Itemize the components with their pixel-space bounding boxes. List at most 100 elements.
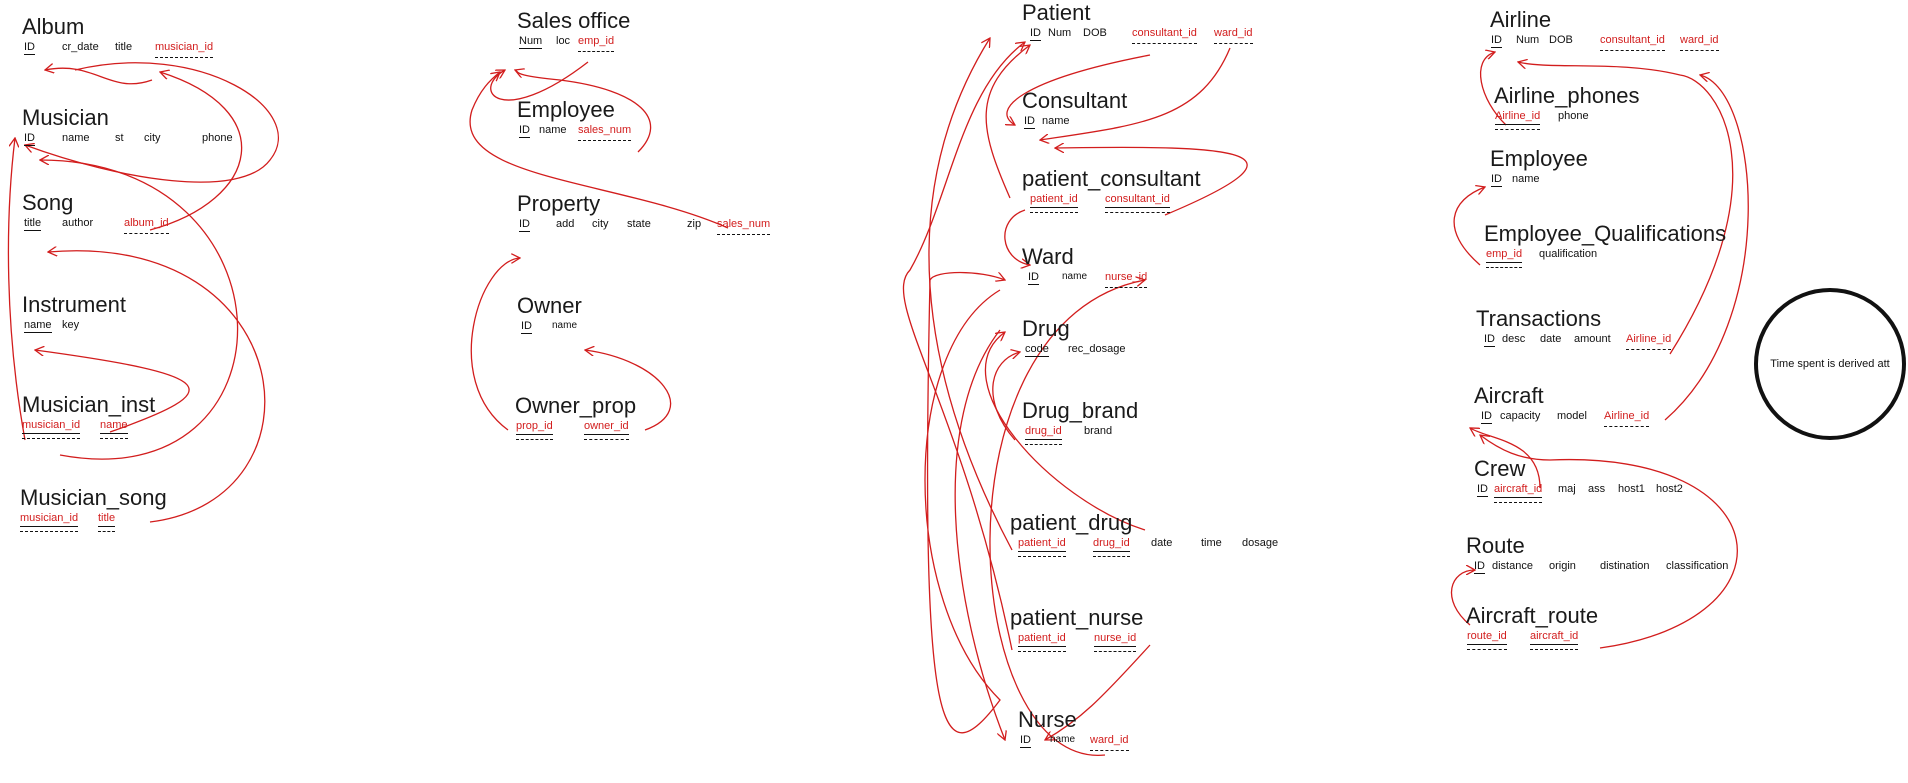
attr-patient-id: patient_id xyxy=(1018,631,1066,652)
attr-consultant-id: consultant_id xyxy=(1132,27,1197,44)
attr-name: name xyxy=(1512,173,1540,185)
attr-consultant-id: consultant_id xyxy=(1600,34,1665,51)
attr-drug-id: drug_id xyxy=(1025,424,1062,445)
entity-patient-nurse: patient_nurse patient_id nurse_id xyxy=(1010,605,1170,652)
attr-drug-id: drug_id xyxy=(1093,536,1130,557)
attr-classification: classification xyxy=(1666,560,1729,572)
attr-musician-id: musician_id xyxy=(155,41,214,58)
entity-title: patient_drug xyxy=(1010,510,1133,535)
entity-title: Aircraft_route xyxy=(1466,603,1599,628)
entity-ward: Ward ID name nurse_id xyxy=(1022,244,1162,288)
entity-title: Transactions xyxy=(1476,306,1602,331)
attr-city: city xyxy=(592,218,609,230)
attr-id: ID xyxy=(1481,410,1492,424)
attr-num: Num xyxy=(519,35,543,49)
attr-name: name xyxy=(1042,115,1070,127)
entity-aircraft: Aircraft ID capacity model Airline_id xyxy=(1474,383,1674,427)
attr-code: code xyxy=(1025,343,1049,357)
attr-ward-id: ward_id xyxy=(1680,34,1719,51)
attr-date: date xyxy=(1151,537,1173,549)
entity-title: Patient xyxy=(1022,0,1091,25)
attr-album-id: album_id xyxy=(124,217,169,234)
entity-property: Property ID add city state zip sales_num xyxy=(517,191,777,235)
attr-origin: origin xyxy=(1549,560,1576,572)
entity-patient: Patient ID Num DOB consultant_id ward_id xyxy=(1022,0,1292,44)
attr-nurse-id: nurse_id xyxy=(1105,271,1148,288)
attr-id: ID xyxy=(1491,173,1502,187)
attr-host2: host2 xyxy=(1656,483,1683,495)
entity-transactions: Transactions ID desc date amount Airline… xyxy=(1476,306,1706,350)
entity-crew: Crew ID aircraft_id maj ass host1 host2 xyxy=(1474,456,1704,503)
attr-num: Num xyxy=(1516,34,1540,46)
entity-patient-consultant: patient_consultant patient_id consultant… xyxy=(1022,166,1201,213)
entity-title: Route xyxy=(1466,533,1525,558)
entity-title: Sales office xyxy=(517,8,631,33)
attr-prop-id: prop_id xyxy=(516,419,553,440)
entity-title: Ward xyxy=(1022,244,1074,269)
attr-airline-id: Airline_id xyxy=(1604,410,1650,427)
attr-patient-id: patient_id xyxy=(1018,536,1066,557)
entity-title: Employee xyxy=(1490,146,1588,171)
entity-airline-phones: Airline_phones Airline_id phone xyxy=(1494,83,1640,130)
attr-name: name xyxy=(552,320,578,331)
entity-title: Album xyxy=(22,14,85,39)
attr-host1: host1 xyxy=(1618,483,1645,495)
attr-qualification: qualification xyxy=(1539,248,1598,260)
attr-ass: ass xyxy=(1588,483,1606,495)
attr-title: title xyxy=(98,511,116,532)
attr-brand: brand xyxy=(1084,425,1113,437)
attr-name: name xyxy=(62,132,90,144)
attr-desc: desc xyxy=(1502,333,1526,345)
attr-dosage: dosage xyxy=(1242,537,1279,549)
attr-id: ID xyxy=(521,320,532,334)
entity-title: Drug_brand xyxy=(1022,398,1139,423)
entity-owner-prop: Owner_prop prop_id owner_id xyxy=(515,393,645,440)
entity-employee-airline: Employee ID name xyxy=(1490,146,1590,190)
entity-route: Route ID distance origin distination cla… xyxy=(1466,533,1746,577)
entity-title: Consultant xyxy=(1022,88,1128,113)
attr-sales-num: sales_num xyxy=(717,218,771,235)
attr-zip: zip xyxy=(687,218,702,230)
entity-song: Song title author album_id xyxy=(22,190,222,234)
attr-add: add xyxy=(556,218,575,230)
attr-phone: phone xyxy=(202,132,233,144)
attr-model: model xyxy=(1557,410,1587,422)
derived-attribute-note: Time spent is derived att xyxy=(1754,288,1906,440)
arrow-ward-patient2 xyxy=(924,271,1005,734)
entity-title: Owner xyxy=(517,293,582,318)
entity-title: Employee xyxy=(517,97,615,122)
entity-patient-drug: patient_drug patient_id drug_id date tim… xyxy=(1010,510,1290,557)
entity-title: Aircraft xyxy=(1474,383,1544,408)
entity-title: patient_nurse xyxy=(1010,605,1144,630)
attr-author: author xyxy=(62,217,94,229)
attr-phone: phone xyxy=(1558,110,1589,122)
attr-dob: DOB xyxy=(1549,34,1573,46)
attr-loc: loc xyxy=(556,35,571,47)
attr-patient-id: patient_id xyxy=(1030,192,1078,213)
arrow-employee-salesoffice xyxy=(490,61,589,101)
arrow-ownerprop-property xyxy=(470,258,520,431)
attr-name: name xyxy=(100,418,128,439)
attr-id: ID xyxy=(24,41,35,55)
entity-title: Drug xyxy=(1022,316,1070,341)
arrow-drugbrand-drug xyxy=(992,352,1020,441)
attr-sales-num: sales_num xyxy=(578,124,632,141)
attr-key: key xyxy=(62,319,80,331)
entity-title: Musician_song xyxy=(20,485,167,510)
entity-aircraft-route: Aircraft_route route_id aircraft_id xyxy=(1466,603,1606,650)
arrow-empqual-employee xyxy=(1453,187,1485,266)
entity-title: Airline xyxy=(1490,7,1552,32)
attr-cr-date: cr_date xyxy=(62,41,99,53)
attr-owner-id: owner_id xyxy=(584,419,629,440)
entity-owner: Owner ID name xyxy=(517,293,617,337)
attr-id: ID xyxy=(1474,560,1485,574)
entity-musician-inst: Musician_inst musician_id name xyxy=(22,392,182,439)
entity-instrument: Instrument name key xyxy=(22,292,142,336)
attr-rec-dosage: rec_dosage xyxy=(1068,343,1126,355)
attr-maj: maj xyxy=(1558,483,1576,495)
entity-title: Crew xyxy=(1474,456,1526,481)
arrow-patientnurse-patient xyxy=(902,42,1025,651)
attr-distination: distination xyxy=(1600,560,1650,572)
attr-capacity: capacity xyxy=(1500,410,1541,422)
